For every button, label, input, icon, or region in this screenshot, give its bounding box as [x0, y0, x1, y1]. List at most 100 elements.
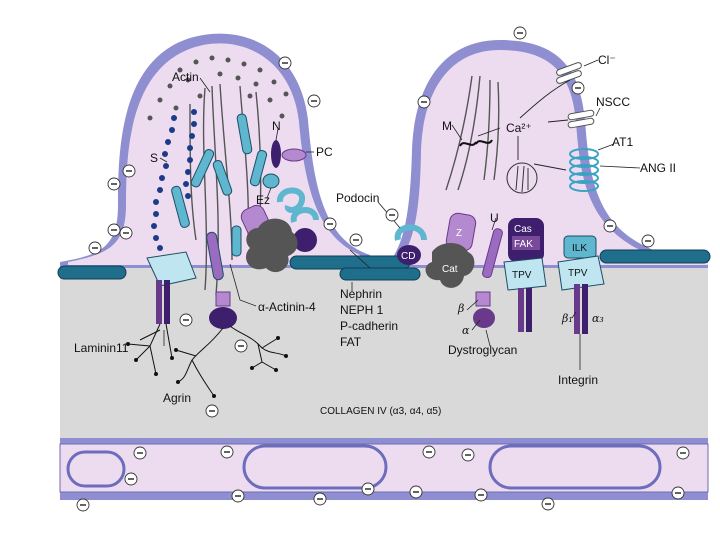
podocin-hook: [394, 224, 427, 241]
grey-complex: [245, 218, 298, 273]
label-ca: Ca²⁺: [506, 121, 532, 135]
label-ez: Ez: [256, 193, 270, 207]
minus-icon: [422, 445, 436, 459]
label-tpv-2: TPV: [568, 268, 588, 279]
minus-icon: [313, 492, 327, 506]
minus-icon: [323, 217, 337, 231]
laminin-branches: [127, 323, 173, 375]
tpv-right-1: [503, 257, 547, 291]
label-alpha: α: [462, 324, 470, 337]
minus-icon: [231, 489, 245, 503]
label-beta1: β₁: [561, 312, 573, 325]
cl-channel: [556, 62, 582, 84]
label-beta: β: [457, 302, 464, 315]
integrin-right-2b: [582, 284, 588, 334]
label-laminin: Laminin11: [74, 341, 129, 355]
label-integrin: Integrin: [558, 373, 598, 387]
label-cd: CD: [401, 251, 415, 262]
pc-protein: [281, 148, 307, 162]
n-protein: [271, 140, 281, 168]
label-nephrin: Nephrin: [340, 287, 382, 301]
actinin-rods: [171, 113, 268, 281]
minus-icon: [361, 482, 375, 496]
minus-icon: [124, 472, 138, 486]
minus-icon: [385, 208, 399, 222]
label-pc: PC: [316, 145, 333, 159]
minus-icon: [76, 498, 90, 512]
at1-receptor: [569, 148, 599, 192]
label-n: N: [272, 119, 281, 133]
slit-diaphragm: [57, 249, 711, 281]
minus-icon: [641, 234, 655, 248]
integrin-right-1b: [526, 288, 532, 332]
minus-icon: [88, 241, 102, 255]
label-fak: FAK: [514, 239, 533, 250]
label-cat: Cat: [442, 264, 458, 275]
label-podocin: Podocin: [336, 191, 379, 205]
minus-icon: [541, 497, 555, 511]
capillary-fenestra: [242, 444, 388, 490]
minus-icon: [122, 164, 136, 178]
label-m: M: [442, 119, 452, 133]
label-neph1: NEPH 1: [340, 303, 384, 317]
capillary-fenestra: [66, 450, 126, 488]
label-z: Z: [456, 228, 462, 239]
label-cas: Cas: [514, 224, 532, 235]
tpv-left: [146, 251, 197, 287]
agrin-branches: [175, 325, 287, 397]
minus-icon: [205, 404, 219, 418]
label-actin: Actin: [172, 70, 199, 84]
minus-icon: [603, 219, 617, 233]
minus-icon: [278, 56, 292, 70]
minus-icon: [107, 223, 121, 237]
label-actinin: α-Actinin-4: [258, 300, 316, 314]
label-fat: FAT: [340, 335, 362, 349]
integrin-left-a: [156, 280, 162, 324]
myosin-marks: [459, 139, 493, 147]
minus-icon: [220, 445, 234, 459]
integrin-left-b: [164, 280, 170, 324]
spectrin-chain: [151, 109, 197, 251]
label-ilk: ILK: [572, 243, 587, 254]
dystroglycan-left-beta: [215, 291, 231, 307]
cd-protein: [397, 245, 421, 265]
ez-hook: [277, 187, 305, 213]
cat-complex: [425, 243, 475, 288]
dystroglycan-right-beta: [475, 291, 491, 307]
minus-icon: [417, 95, 431, 109]
label-ang: ANG II: [640, 161, 676, 175]
label-alpha3: α₃: [592, 312, 604, 325]
minus-icon: [234, 339, 248, 353]
label-agrin: Agrin: [163, 391, 191, 405]
label-dystroglycan: Dystroglycan: [448, 343, 517, 357]
dystroglycan-left-alpha: [209, 307, 237, 329]
nscc-channel: [567, 109, 595, 129]
capillary-fenestra: [488, 444, 662, 490]
ez-teal: [262, 173, 280, 189]
integrin-right-1a: [518, 288, 524, 332]
integrin-right-2a: [574, 284, 580, 334]
vesicle: [506, 162, 538, 194]
minus-icon: [133, 446, 147, 460]
minus-icon: [474, 488, 488, 502]
minus-icon: [179, 313, 193, 327]
minus-icon: [513, 26, 527, 40]
tpv-right-2: [557, 255, 605, 291]
actin-dots: [147, 55, 289, 121]
dystroglycan-right-alpha: [473, 308, 495, 328]
minus-icon: [409, 485, 423, 499]
label-pcadherin: P-cadherin: [340, 319, 398, 333]
label-s: S: [150, 151, 158, 165]
minus-icon: [671, 486, 685, 500]
minus-icon: [461, 448, 475, 462]
minus-icon: [571, 81, 585, 95]
dark-globule: [293, 228, 317, 252]
label-u: U: [490, 211, 499, 225]
minus-icon: [307, 94, 321, 108]
label-at1: AT1: [612, 135, 633, 149]
label-cl: Cl⁻: [598, 53, 616, 67]
minus-icon: [107, 177, 121, 191]
label-collagen: COLLAGEN IV (α3, α4, α5): [320, 406, 441, 417]
minus-icon: [349, 233, 363, 247]
